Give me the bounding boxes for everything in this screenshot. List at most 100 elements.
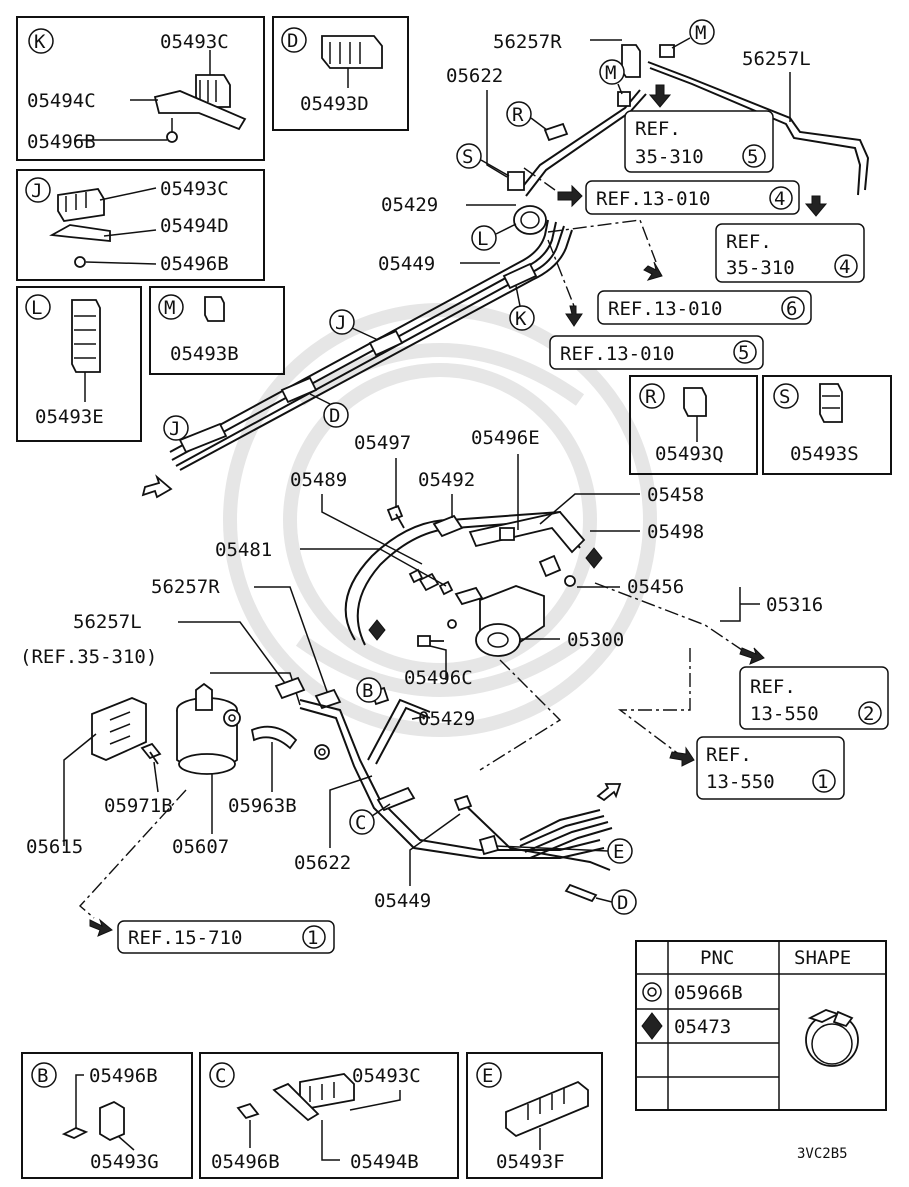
- letter-marker: M: [605, 62, 616, 84]
- letter-marker: M: [164, 297, 175, 319]
- letter-marker: R: [512, 104, 524, 126]
- o-ring: [564, 575, 576, 587]
- upper-callouts: 56257R 56257L 05622 05429 05449 M M R S …: [163, 19, 811, 441]
- upper-pipe-assembly: [141, 44, 870, 499]
- bolt-05497-icon: [386, 504, 405, 529]
- clamp-bracket-icon: [153, 74, 247, 143]
- inset-b: B 05496B 05493G: [21, 1052, 193, 1179]
- letter-marker: B: [37, 1065, 48, 1087]
- letter-marker: C: [355, 812, 366, 834]
- part-label: 05492: [418, 469, 475, 491]
- part-label: 05622: [446, 65, 503, 87]
- letter-marker: L: [31, 297, 42, 319]
- inset-k: K 05493C 05494C 05496B: [16, 16, 265, 161]
- part-label: 05493B: [170, 343, 239, 365]
- letter-marker: 1: [307, 927, 318, 949]
- letter-marker: 4: [774, 188, 785, 210]
- part-label: 05481: [215, 539, 272, 561]
- part-label: 05496E: [471, 427, 540, 449]
- diagram-code: 3VC2B5: [797, 1146, 848, 1162]
- part-label: 05496C: [404, 667, 473, 689]
- letter-marker: REF.: [635, 118, 681, 140]
- letter-marker: REF.: [706, 744, 752, 766]
- clip-m: [617, 91, 631, 107]
- part-label: 05493S: [790, 443, 859, 465]
- clip-m: [659, 44, 675, 58]
- part-label: 56257L: [73, 611, 142, 633]
- part-label: 05316: [766, 594, 823, 616]
- letter-marker: REF.: [726, 231, 772, 253]
- letter-marker: D: [287, 30, 298, 52]
- clip-icon: [204, 296, 225, 322]
- letter-marker: K: [515, 308, 527, 330]
- letter-marker: 6: [786, 298, 797, 320]
- inset-e: E 05493F: [466, 1052, 603, 1179]
- valve-assembly: [344, 504, 603, 657]
- letter-marker: J: [31, 180, 42, 202]
- inset-d: D 05493D: [272, 16, 409, 131]
- clip-s: [507, 171, 525, 191]
- multi-clip-icon: [71, 299, 101, 373]
- pipe-clip-icon: [321, 35, 383, 69]
- bolt-icon: [236, 1102, 260, 1120]
- ref-boxes-upper: REF. 35-310 5 REF.13-010 4 REF. 35-310 4…: [523, 84, 865, 370]
- part-label: 05493F: [496, 1151, 565, 1173]
- bolt-05971b-icon: [140, 742, 162, 765]
- clip-r: [543, 122, 569, 142]
- part-label: 05622: [294, 852, 351, 874]
- letter-marker: L: [477, 228, 488, 250]
- clamp-j: [368, 329, 404, 357]
- letter-marker: E: [613, 841, 624, 863]
- part-label: 05429: [381, 194, 438, 216]
- bolt-icon: [61, 1127, 89, 1139]
- part-label: 05496B: [211, 1151, 280, 1173]
- part-label: 05449: [378, 253, 435, 275]
- clamp-k: [502, 262, 538, 290]
- inset-r: R 05493Q: [629, 375, 758, 475]
- part-label: 05494B: [350, 1151, 419, 1173]
- part-label: 05496B: [89, 1065, 158, 1087]
- part-label: 05494D: [160, 215, 229, 237]
- part-label: 05494C: [27, 90, 96, 112]
- watermark-emblem: [223, 303, 657, 737]
- canister-05607: [176, 682, 241, 775]
- bolt-05496c-icon: [417, 635, 444, 647]
- part-label: 05497: [354, 432, 411, 454]
- letter-marker: 4: [839, 256, 850, 278]
- diamond-marker-icon: [585, 547, 603, 569]
- part-label: 05493C: [160, 31, 229, 53]
- part-label: (REF.35-310): [20, 646, 157, 668]
- diamond-marker-icon: [368, 619, 386, 641]
- fitting: [538, 554, 562, 578]
- part-label: 05496B: [27, 131, 96, 153]
- bracket-icon: [272, 1082, 320, 1122]
- letter-marker: E: [482, 1065, 493, 1087]
- clip-icon: [99, 1100, 125, 1142]
- part-label: 05458: [647, 484, 704, 506]
- table-cell-pnc: 05473: [674, 1016, 731, 1038]
- ref-boxes-mid: REF. 13-550 2 REF. 13-550 1: [669, 647, 889, 800]
- canister-assembly: [91, 676, 622, 903]
- letter-marker: 13-550: [750, 703, 819, 725]
- part-label: 05493D: [300, 93, 369, 115]
- part-label: 56257R: [151, 576, 220, 598]
- o-ring: [447, 619, 457, 629]
- clip-d: [564, 883, 598, 903]
- letter-marker: REF.13-010: [608, 298, 722, 320]
- part-label: 05493E: [35, 406, 104, 428]
- letter-marker: B: [362, 680, 373, 702]
- part-label: 05456: [627, 576, 684, 598]
- clamp-c: [376, 786, 416, 812]
- letter-marker: 35-310: [635, 146, 704, 168]
- letter-marker: C: [215, 1065, 226, 1087]
- inset-c: C 05493C 05496B 05494B: [199, 1052, 459, 1179]
- letter-marker: S: [779, 386, 790, 408]
- letter-marker: R: [645, 386, 657, 408]
- part-label: 05449: [374, 890, 431, 912]
- table-header-shape: SHAPE: [794, 947, 851, 969]
- flow-arrow-icon: [141, 474, 173, 499]
- part-label: 05493C: [160, 178, 229, 200]
- inset-j: J 05493C 05494D 05496B: [16, 169, 265, 281]
- letter-marker: M: [695, 22, 706, 44]
- bracket-56257l: [274, 676, 306, 700]
